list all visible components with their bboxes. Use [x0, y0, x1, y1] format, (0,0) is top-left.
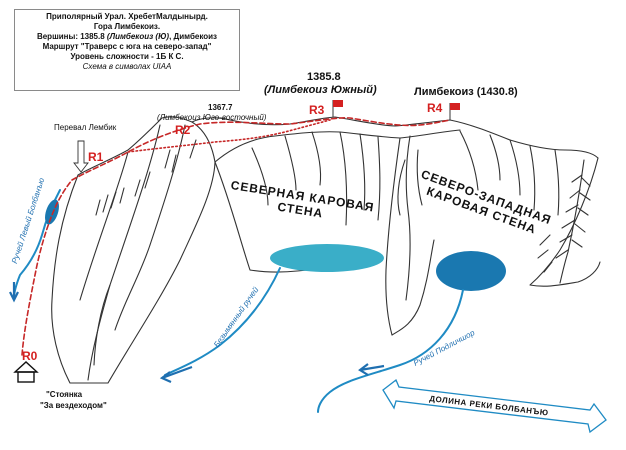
north-wall-ridge	[284, 135, 297, 191]
pass-label: Перевал Лембик	[54, 123, 117, 132]
right-buttress-branch	[537, 234, 553, 273]
left-massif-hatch	[95, 171, 151, 216]
left-massif-ridge	[87, 124, 161, 381]
nw-wall-outline	[385, 137, 401, 336]
camp-label-2: "За вездеходом"	[40, 401, 107, 410]
nw-wall-outline	[391, 239, 435, 336]
route-point-r4: R4	[427, 101, 443, 115]
flow-arrow-left	[9, 282, 19, 303]
peak-main-name: Лимбекоиз (1430.8)	[414, 86, 518, 98]
info-route: Маршрут "Траверс с юга на северо-запад"	[42, 42, 212, 51]
peak-southeast-name: (Лимбекоиз Юго-восточный)	[157, 113, 267, 122]
peak-southeast-height: 1367.7	[208, 103, 233, 112]
north-wall-ridge	[311, 131, 322, 186]
flow-arrow-unnamed	[159, 365, 193, 384]
right-buttress-branch	[555, 174, 591, 259]
stream-podlichshor	[317, 289, 464, 413]
nw-wall-ridge	[489, 134, 501, 181]
flow-arrow-podlich	[358, 363, 385, 376]
nw-wall-ridge	[459, 130, 479, 191]
lake-northwest	[436, 251, 506, 291]
nw-wall-ridge	[509, 139, 521, 196]
valley-arrow	[382, 378, 607, 434]
info-region: Приполярный Урал. ХребетМалдынырд.	[46, 12, 208, 21]
info-summits: Вершины: 1385.8 (Лимбекоиз (Ю), Димбекои…	[36, 32, 218, 41]
lake-north	[270, 244, 384, 272]
left-massif-ridge	[79, 151, 129, 301]
route-info-box: Приполярный Урал. ХребетМалдынырд. Гора …	[14, 9, 240, 91]
camp-icon	[13, 361, 39, 383]
nw-wall-ridge	[405, 135, 411, 301]
north-wall-ridge	[251, 147, 269, 206]
flag-r4	[449, 103, 460, 120]
left-massif-ridge	[114, 244, 151, 331]
summit-ridge-lower	[214, 129, 461, 163]
route-point-r1: R1	[88, 150, 104, 164]
nw-wall-ridge	[416, 149, 423, 206]
right-buttress-spine	[559, 159, 585, 284]
route-point-r2: R2	[175, 123, 191, 137]
route-dotted	[127, 119, 331, 153]
north-wall-ridge	[339, 131, 348, 226]
info-difficulty: Уровень сложности - 1Б К С.	[70, 52, 184, 61]
camp-label-1: "Стоянка	[46, 390, 83, 399]
route-point-r3: R3	[309, 103, 325, 117]
flag-r3	[332, 100, 343, 117]
stream-unnamed	[164, 267, 281, 376]
route-main	[21, 117, 451, 356]
right-buttress-outline	[529, 157, 601, 287]
left-massif-outline	[51, 116, 216, 384]
north-wall-ridge	[377, 136, 381, 221]
info-notation: Схема в символах UIAA	[82, 62, 172, 71]
nw-wall-ridge	[397, 159, 406, 216]
left-massif-ridge	[149, 124, 186, 246]
left-massif-hatch	[164, 139, 197, 173]
left-massif-ridge	[93, 284, 111, 366]
peak-south-height: 1385.8	[307, 71, 341, 83]
route-point-r0: R0	[22, 349, 38, 363]
nw-wall-ridge	[554, 149, 560, 216]
nw-wall-ridge	[529, 145, 536, 211]
pass-arrow	[73, 140, 89, 173]
north-wall-ridge	[359, 133, 366, 211]
info-mountain: Гора Лимбекоиз.	[93, 22, 161, 31]
peak-south-name: (Лимбекоиз Южный)	[264, 84, 377, 96]
